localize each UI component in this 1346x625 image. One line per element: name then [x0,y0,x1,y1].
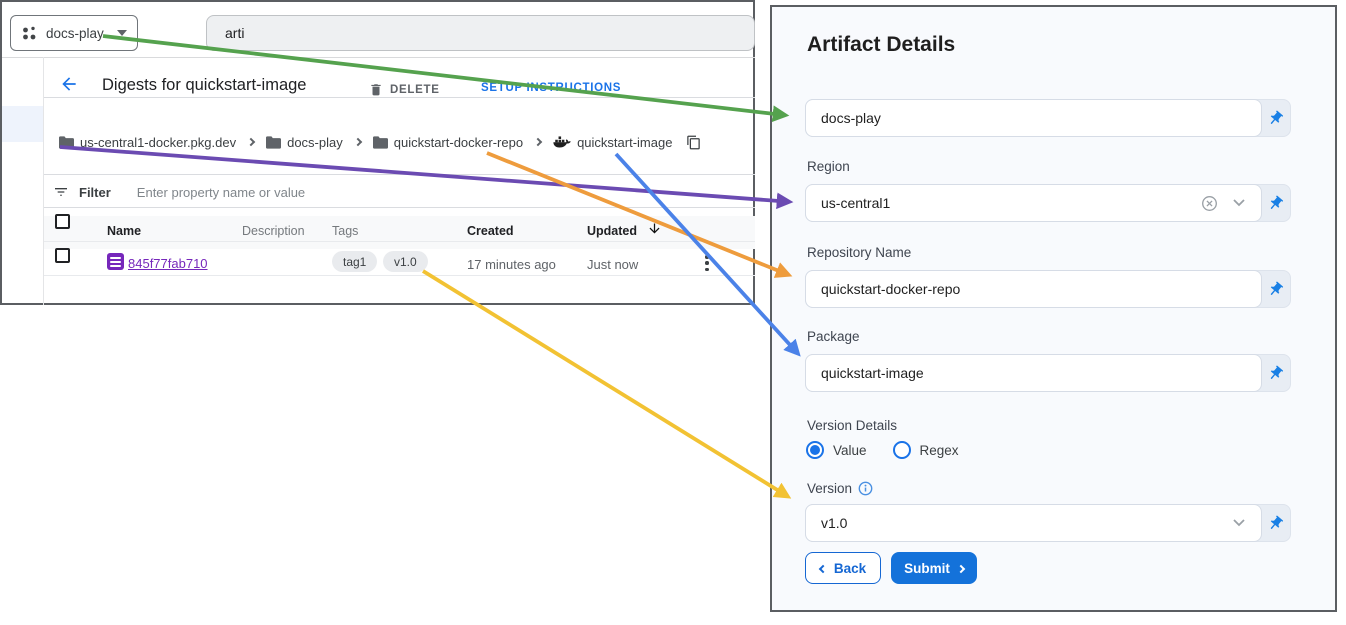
breadcrumb: us-central1-docker.pkg.dev docs-play qui… [59,132,701,152]
version-details-options: Value Regex [806,441,959,459]
sidebar-rail [43,57,44,305]
repository-field: quickstart-docker-repo [805,270,1291,308]
divider [44,275,755,276]
back-button[interactable]: Back [805,552,881,584]
pin-icon [1270,110,1283,124]
repository-label: Repository Name [807,245,912,260]
chevron-down-icon [1233,519,1245,527]
pin-icon [1270,281,1283,295]
version-label: Version [807,481,873,496]
chevron-right-icon [353,137,362,147]
package-field: quickstart-image [805,354,1291,392]
row-actions-menu[interactable] [699,254,715,272]
dropdown-chevron[interactable] [1232,518,1246,528]
filter-label: Filter [79,184,111,200]
copy-icon [687,135,701,149]
folder-icon [266,135,282,149]
search-input[interactable]: arti [206,15,755,51]
pin-button[interactable] [1260,100,1290,136]
pin-icon [1270,365,1283,379]
panel-title: Artifact Details [807,33,956,56]
digest-link[interactable]: 845f77fab710 [128,256,208,271]
column-header-description: Description [242,224,305,238]
version-field: v1.0 [805,504,1291,542]
updated-cell: Just now [587,257,639,272]
pin-button[interactable] [1260,185,1290,221]
project-switcher-icon [23,26,36,39]
filter-icon [55,188,67,196]
repository-input[interactable]: quickstart-docker-repo [805,270,1262,308]
radio-option-regex[interactable]: Regex [892,441,959,459]
chevron-right-icon [956,564,966,573]
chevron-right-icon [533,137,543,147]
package-label: Package [807,329,860,344]
radio-selected-icon[interactable] [806,441,824,459]
project-switcher-label: docs-play [46,25,104,41]
pin-button[interactable] [1260,505,1290,541]
breadcrumb-item-package[interactable]: quickstart-image [553,135,672,150]
column-header-name[interactable]: Name [107,224,142,238]
radio-option-value[interactable]: Value [806,441,867,459]
chevron-left-icon [818,564,828,573]
project-switcher[interactable]: docs-play [10,15,138,51]
pin-button[interactable] [1260,271,1290,307]
created-cell: 17 minutes ago [467,257,556,272]
version-input[interactable]: v1.0 [805,504,1262,542]
setup-instructions-button[interactable]: SETUP INSTRUCTIONS [481,82,622,94]
chevron-down-icon [117,30,127,36]
divider [44,207,755,208]
trash-icon [371,84,381,96]
breadcrumb-item-repository[interactable]: quickstart-docker-repo [372,135,523,150]
delete-button[interactable]: DELETE [369,82,440,97]
package-input[interactable]: quickstart-image [805,354,1262,392]
project-input[interactable]: docs-play [805,99,1262,137]
region-label: Region [807,159,850,174]
sort-desc-icon[interactable] [647,221,662,236]
submit-button[interactable]: Submit [891,552,977,584]
version-details-label: Version Details [807,418,898,433]
chevron-right-icon [246,137,256,147]
pin-icon [1270,515,1283,529]
divider [44,241,755,242]
sidebar-selected-highlight [2,106,43,142]
divider [2,57,755,58]
clear-icon [1202,195,1217,211]
filter-placeholder: Enter property name or value [136,184,306,200]
column-header-updated[interactable]: Updated [587,224,637,238]
tag-chip[interactable]: v1.0 [383,251,428,272]
console-screenshot: docs-play arti Digests for quickstart-im… [0,0,755,305]
folder-icon [59,135,74,149]
folder-icon [372,135,388,149]
radio-unselected-icon[interactable] [892,441,911,459]
page-title: Digests for quickstart-image [102,76,307,94]
search-value: arti [225,25,245,41]
filter-bar[interactable]: Filter Enter property name or value [53,184,305,200]
project-field: docs-play [805,99,1291,137]
chevron-down-icon [1233,199,1245,207]
pin-icon [1270,195,1283,209]
dropdown-chevron[interactable] [1232,198,1246,208]
column-header-tags: Tags [332,224,359,238]
back-arrow-icon[interactable] [59,74,79,94]
pin-button[interactable] [1260,355,1290,391]
docker-whale-icon [553,136,571,148]
info-icon[interactable] [858,481,873,496]
breadcrumb-item-registry[interactable]: us-central1-docker.pkg.dev [59,135,236,150]
tag-chip[interactable]: tag1 [332,251,378,272]
copy-button[interactable] [686,135,701,150]
region-input[interactable]: us-central1 [805,184,1262,222]
container-image-icon [107,253,124,270]
divider [44,174,755,175]
select-all-checkbox[interactable] [55,214,70,229]
column-header-created[interactable]: Created [467,224,514,238]
breadcrumb-item-project[interactable]: docs-play [266,135,343,150]
row-checkbox[interactable] [55,248,70,263]
divider [44,97,755,98]
region-field: us-central1 [805,184,1291,222]
clear-button[interactable] [1201,195,1218,212]
